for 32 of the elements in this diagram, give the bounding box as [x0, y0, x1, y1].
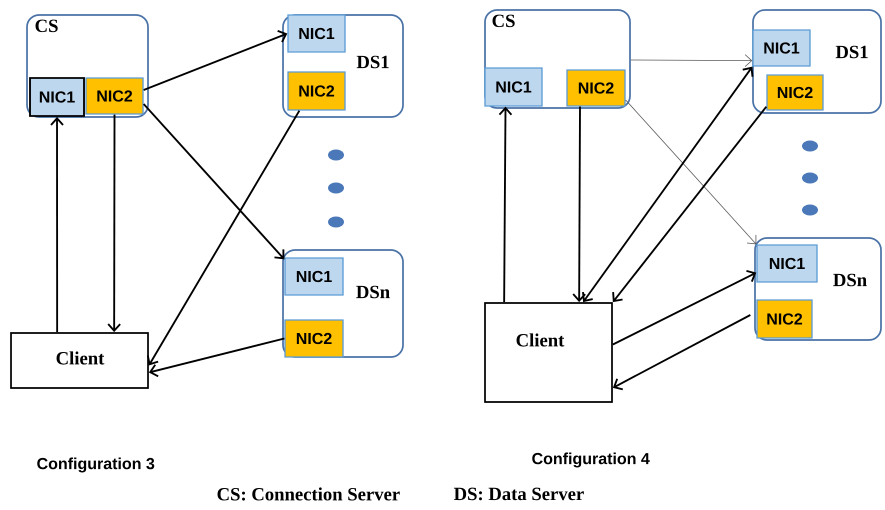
network-card: NIC1	[484, 67, 543, 107]
arrow	[612, 106, 768, 302]
abbreviation-note: CS: Connection Server	[218, 487, 400, 501]
network-card: NIC1	[29, 77, 85, 117]
arrow	[148, 338, 285, 378]
arrow	[142, 103, 284, 260]
arrow	[498, 106, 512, 302]
arrow	[107, 114, 121, 332]
network-card: NIC2	[756, 299, 813, 339]
arrow	[612, 314, 751, 390]
network-card: NIC2	[566, 69, 626, 107]
configuration-label: Configuration 4	[532, 452, 650, 468]
network-card: NIC1	[752, 29, 811, 67]
network-card: NIC2	[287, 71, 346, 111]
arrow	[625, 100, 756, 244]
client-box: Client	[484, 302, 613, 403]
client-box: Client	[10, 332, 149, 389]
configuration-label: Configuration 3	[37, 458, 154, 472]
network-card: NIC2	[766, 74, 824, 111]
abbreviation-note: DS: Data Server	[454, 488, 584, 500]
arrow	[50, 116, 64, 332]
network-card: NIC1	[284, 257, 344, 296]
arrow	[612, 270, 756, 346]
network-card: NIC2	[85, 77, 144, 115]
arrow	[582, 66, 754, 302]
arrow	[630, 54, 752, 68]
network-card: NIC2	[284, 319, 344, 358]
network-card: NIC1	[756, 244, 818, 283]
arrow	[143, 30, 288, 91]
arrow	[146, 110, 300, 366]
network-card: NIC1	[287, 14, 346, 53]
arrow	[572, 106, 586, 302]
